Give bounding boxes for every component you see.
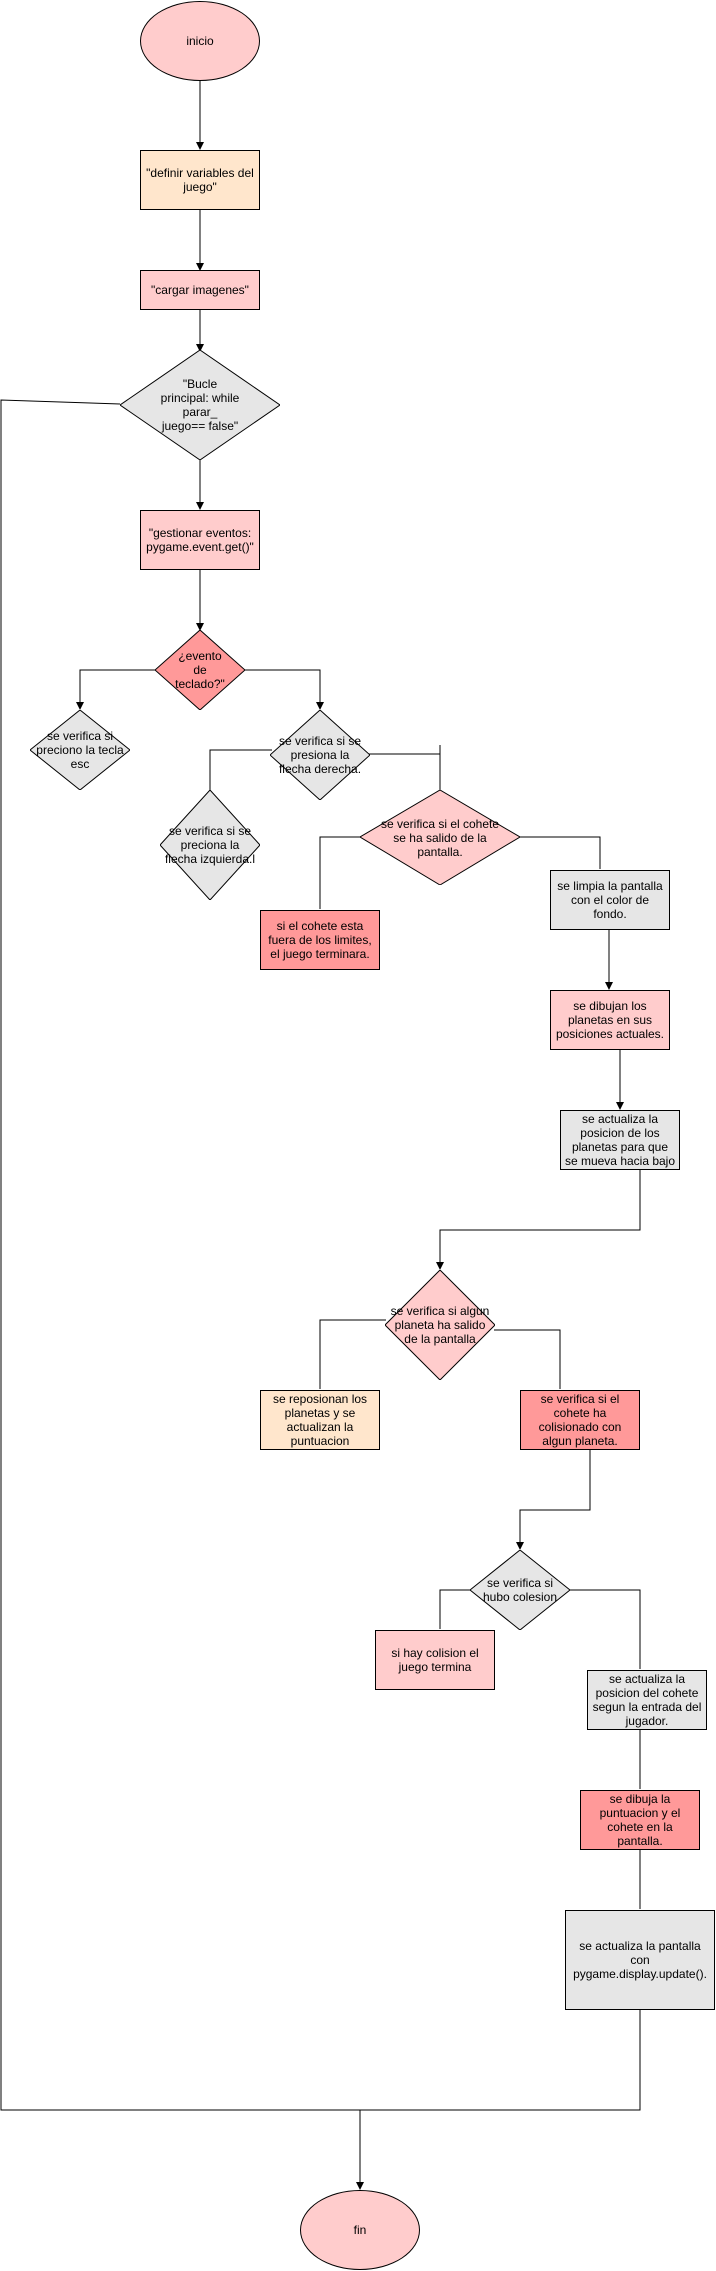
edge-collision-was	[516, 1450, 591, 1550]
manage-events-label: "gestionar eventos: pygame.event.get()"	[146, 526, 254, 554]
collision-end-label: si hay colision el juego termina	[391, 1646, 479, 1674]
draw-planets-node: se dibujan los planetas en sus posicione…	[550, 990, 670, 1050]
edge-update-planetout	[436, 1169, 641, 1270]
display-update-node: se actualiza la pantalla con pygame.disp…	[565, 1910, 715, 2010]
define-variables-label: "definir variables del juego"	[146, 166, 254, 194]
load-images-node: "cargar imagenes"	[140, 270, 260, 310]
end-label: fin	[353, 2223, 367, 2237]
draw-score-label: se dibuja la puntuacion y el cohete en l…	[599, 1792, 681, 1848]
start-node: inicio	[140, 1, 260, 81]
edge-keyboard-esc	[76, 669, 155, 710]
left-arrow-decision: se verifica si se preciona la flecha izq…	[160, 790, 260, 900]
display-update-label: se actualiza la pantalla con pygame.disp…	[573, 1939, 707, 1981]
load-images-label: "cargar imagenes"	[151, 283, 249, 297]
edge-keyboard-right	[245, 669, 324, 710]
end-node: fin	[300, 2190, 420, 2270]
keyboard-event-label: ¿evento de teclado?"	[175, 649, 225, 691]
draw-planets-label: se dibujan los planetas en sus posicione…	[555, 999, 665, 1041]
game-ends-limits-node: si el cohete esta fuera de los limites, …	[260, 910, 380, 970]
update-rocket-label: se actualiza la posicion del cohete segu…	[592, 1672, 702, 1728]
edge-right-left	[209, 749, 272, 790]
collision-end-node: si hay colision el juego termina	[375, 1630, 495, 1690]
draw-score-node: se dibuja la puntuacion y el cohete en l…	[580, 1790, 700, 1850]
clear-screen-node: se limpia la pantalla con el color de fo…	[550, 870, 670, 930]
right-arrow-label: se verifica si se presiona la flecha der…	[278, 734, 362, 776]
keyboard-event-decision: ¿evento de teclado?"	[155, 630, 245, 710]
edge-planetout-collision	[494, 1329, 561, 1389]
game-ends-limits-label: si el cohete esta fuera de los limites, …	[268, 919, 372, 961]
edge-planetout-reposition	[319, 1319, 386, 1389]
was-collision-decision: se verifica si hubo colesion	[470, 1550, 570, 1630]
left-arrow-label: se verifica si se preciona la flecha izq…	[164, 824, 256, 866]
planet-out-decision: se verifica si algun planeta ha salido d…	[385, 1270, 495, 1380]
update-planets-label: se actualiza la posicion de los planetas…	[564, 1112, 676, 1168]
edge-display-end	[0, 399, 641, 2111]
start-label: inicio	[186, 34, 214, 48]
was-collision-label: se verifica si hubo colesion	[482, 1576, 558, 1604]
planet-out-label: se verifica si algun planeta ha salido d…	[390, 1304, 490, 1346]
edge-right-rocketout	[368, 753, 441, 790]
rocket-out-label: se verifica si el cohete se ha salido de…	[380, 816, 500, 859]
clear-screen-label: se limpia la pantalla con el color de fo…	[557, 879, 663, 921]
manage-events-node: "gestionar eventos: pygame.event.get()"	[140, 510, 260, 570]
main-loop-label: "Bucle principal: while parar_ juego== f…	[160, 377, 240, 433]
edge-rocketout-limits	[319, 836, 360, 909]
collision-check-label: se verifica si el cohete ha colisionado …	[538, 1392, 622, 1448]
main-loop-decision: "Bucle principal: while parar_ juego== f…	[120, 350, 280, 460]
reposition-node: se reposionan los planetas y se actualiz…	[260, 1390, 380, 1450]
update-planets-node: se actualiza la posicion de los planetas…	[560, 1110, 680, 1170]
esc-check-decision: se verifica si preciono la tecla esc	[30, 710, 130, 790]
define-variables-node: "definir variables del juego"	[140, 150, 260, 210]
right-arrow-decision: se verifica si se presiona la flecha der…	[270, 710, 370, 800]
edge-was-update	[570, 1589, 641, 1669]
reposition-label: se reposionan los planetas y se actualiz…	[272, 1392, 368, 1448]
update-rocket-node: se actualiza la posicion del cohete segu…	[587, 1670, 707, 1730]
esc-check-label: se verifica si preciono la tecla esc	[36, 729, 124, 771]
collision-check-node: se verifica si el cohete ha colisionado …	[520, 1390, 640, 1450]
edge-rocketout-clear	[520, 836, 601, 869]
edge-was-end	[439, 1589, 470, 1629]
rocket-out-decision: se verifica si el cohete se ha salido de…	[360, 790, 520, 885]
